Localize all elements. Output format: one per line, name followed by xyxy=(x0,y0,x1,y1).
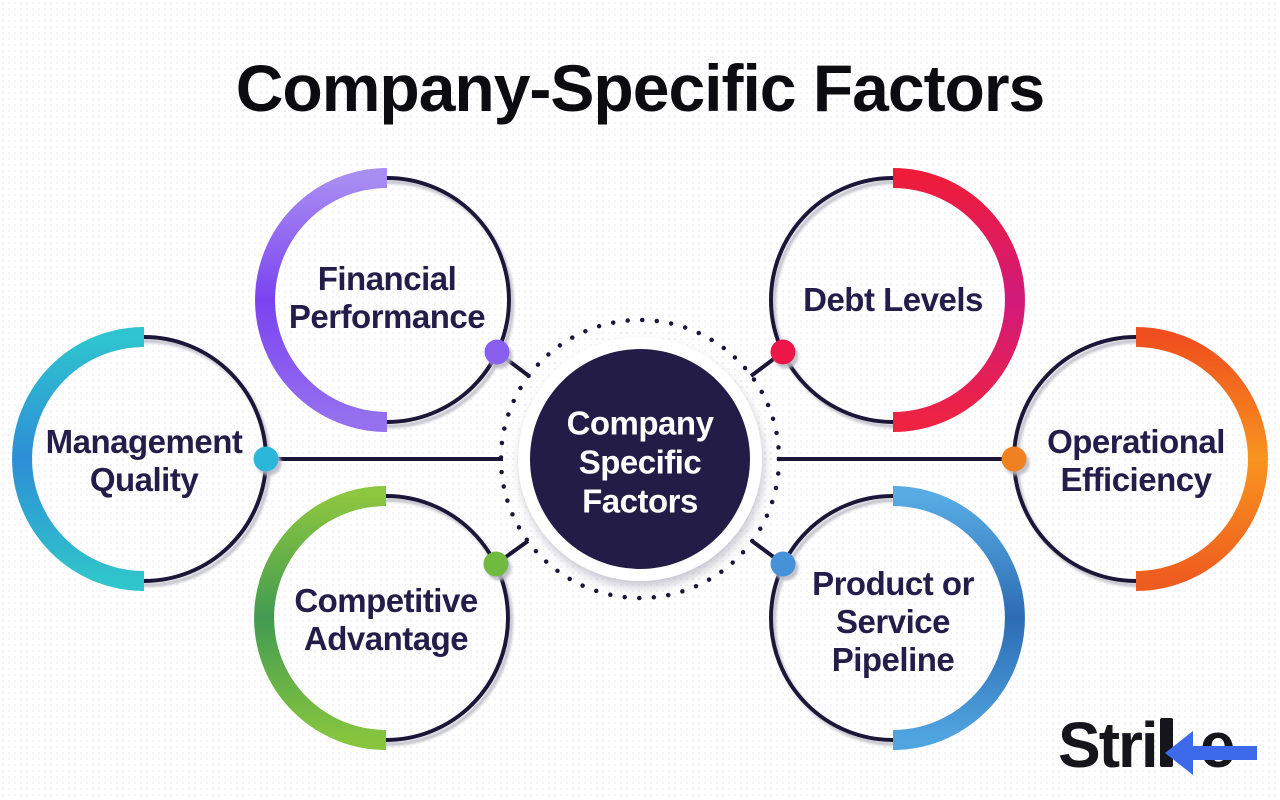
arc-operational-efficiency xyxy=(1135,327,1268,591)
dot-competitive-advantage xyxy=(483,551,509,577)
logo-text-e: e xyxy=(1199,709,1236,781)
dot-management-quality xyxy=(253,446,279,472)
dot-financial-performance xyxy=(484,339,510,365)
arc-management-quality xyxy=(12,327,145,591)
logo-arrow-icon xyxy=(1165,731,1257,775)
arc-competitive-advantage xyxy=(254,486,387,750)
gradient-arcs xyxy=(12,168,1268,750)
dot-operational-efficiency xyxy=(1001,446,1027,472)
logo-text-stri: Stri xyxy=(1058,709,1159,781)
arc-product-pipeline xyxy=(892,486,1025,750)
hub-dark-circle xyxy=(530,349,750,569)
connector-dots xyxy=(253,339,1027,577)
arc-financial-performance xyxy=(255,168,388,432)
page-title: Company-Specific Factors xyxy=(235,51,1046,125)
dot-product-pipeline xyxy=(770,551,796,577)
arc-debt-levels xyxy=(892,168,1025,432)
dot-debt-levels xyxy=(770,339,796,365)
hub-dotted-ring xyxy=(498,317,782,601)
